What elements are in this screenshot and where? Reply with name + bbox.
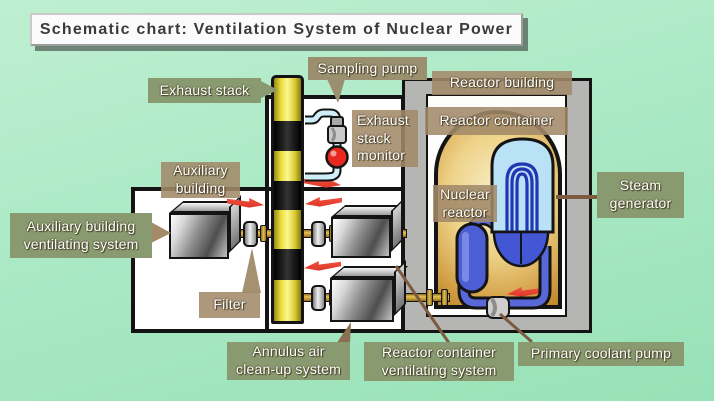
annulus-filter xyxy=(311,221,326,247)
label-annulus-system: Annulus air clean-up system xyxy=(227,342,350,380)
stack-stripe xyxy=(274,121,301,151)
label-nuclear-reactor: Nuclear reactor xyxy=(433,185,497,222)
pipe-flange xyxy=(260,225,267,242)
aux-filter xyxy=(243,221,258,247)
container-filter xyxy=(311,285,326,311)
label-reactor-vent-system: Reactor container ventilating system xyxy=(364,342,514,381)
label-sampling-pump: Sampling pump xyxy=(308,57,427,80)
pipe-flange xyxy=(426,289,433,306)
label-auxiliary-building: Auxiliary building xyxy=(161,162,240,198)
pipe-flange xyxy=(441,289,448,306)
label-steam-generator: Steam generator xyxy=(597,172,684,218)
label-primary-coolant-pump: Primary coolant pump xyxy=(518,342,684,366)
page-title: Schematic chart: Ventilation System of N… xyxy=(30,13,523,46)
label-exhaust-stack: Exhaust stack xyxy=(148,78,261,103)
building-floor-divider xyxy=(266,187,404,191)
stack-stripe xyxy=(274,181,301,210)
label-filter: Filter xyxy=(199,292,260,318)
flow-arrow-left xyxy=(305,197,342,207)
label-aux-vent-system: Auxiliary building ventilating system xyxy=(10,213,152,258)
label-exhaust-stack-monitor: Exhaust stack monitor xyxy=(352,110,418,167)
stack-stripe xyxy=(274,249,301,280)
label-reactor-container: Reactor container xyxy=(425,107,568,135)
exhaust-stack xyxy=(271,75,304,324)
label-reactor-building: Reactor building xyxy=(432,71,572,95)
flow-arrow-left xyxy=(304,261,341,271)
